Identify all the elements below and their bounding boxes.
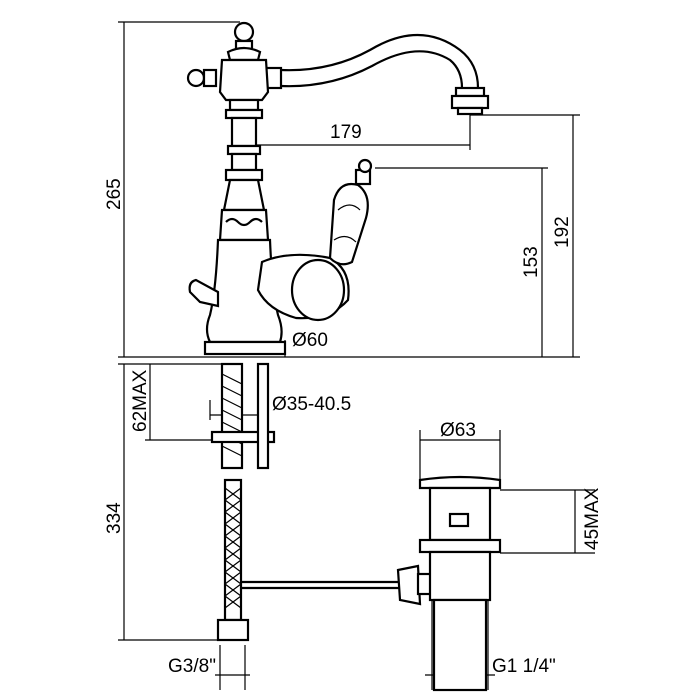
dim-hose-length: 334	[104, 502, 125, 534]
dimension-lines	[118, 21, 595, 690]
dim-overall-height: 265	[104, 178, 125, 210]
dim-waste-diameter: Ø63	[440, 420, 476, 441]
dim-inlet-thread: G3/8"	[168, 656, 216, 677]
dim-waste-thread: G1 1/4"	[492, 656, 556, 677]
dim-deck-thickness: 62MAX	[130, 369, 151, 432]
faucet-body	[186, 21, 490, 356]
dim-base-diameter: Ø60	[292, 330, 328, 351]
dim-lever-height: 153	[521, 246, 542, 278]
dim-handle-height: 192	[552, 216, 573, 248]
pop-up-waste	[418, 475, 502, 692]
dim-waste-height: 45MAX	[582, 487, 603, 550]
dim-hole-diameter: Ø35-40.5	[272, 394, 351, 415]
dimension-labels: 179 265 192 153 Ø60 Ø35-40.5 62MAX 334 G…	[104, 122, 603, 677]
dim-spout-reach: 179	[330, 122, 362, 143]
under-deck-fittings	[210, 362, 436, 642]
